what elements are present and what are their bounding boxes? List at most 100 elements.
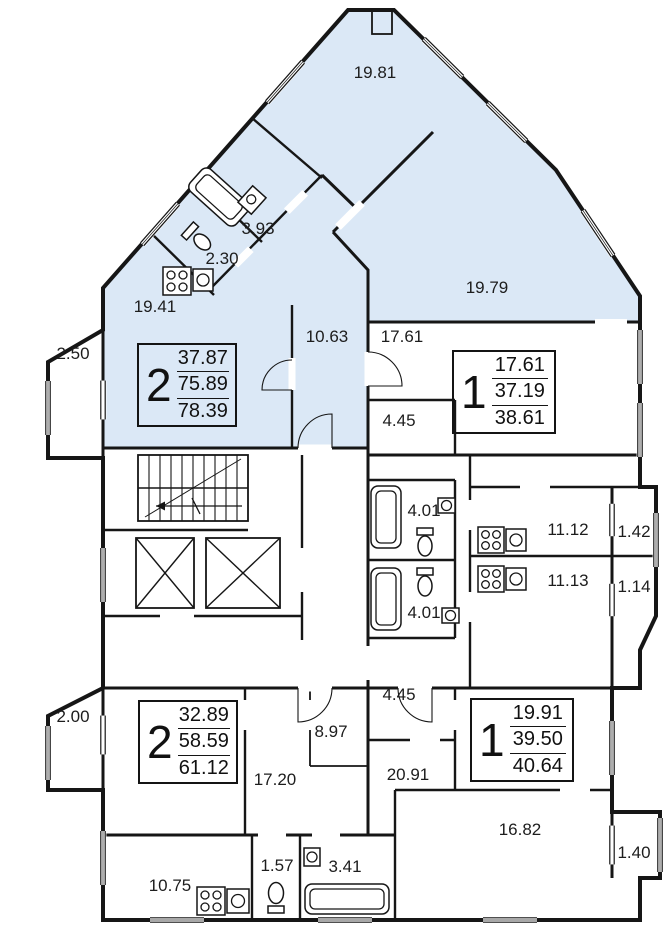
dimension-label: 10.63 <box>306 327 349 346</box>
dimension-label: 20.91 <box>387 765 430 784</box>
apartment-usable-area: 75.89 <box>176 372 229 399</box>
dimension-label: 17.20 <box>254 770 297 789</box>
dimension-label: 1.40 <box>617 843 650 862</box>
dimension-label: 3.93 <box>241 219 274 238</box>
dimension-label: 2.30 <box>205 249 238 268</box>
apartment-total-area: 61.12 <box>178 756 229 779</box>
apartment-living-area: 32.89 <box>177 703 230 730</box>
dimension-label: 19.79 <box>466 278 509 297</box>
highlighted-apartment-region <box>103 10 640 448</box>
apartment-info-box: 2 37.87 75.89 78.39 <box>137 343 237 427</box>
window <box>485 100 529 144</box>
window <box>44 381 52 435</box>
dimension-label: 10.75 <box>149 876 192 895</box>
sink-icon <box>226 888 250 914</box>
door-openings <box>160 189 627 838</box>
dimension-labels: 19.81 3.93 2.30 19.41 19.79 2.50 10.63 1… <box>56 63 650 895</box>
stove-icon <box>162 266 192 296</box>
bathtub-icon <box>304 883 390 915</box>
dimension-label: 17.61 <box>381 327 424 346</box>
dimension-label: 2.50 <box>56 344 89 363</box>
dimension-label: 8.97 <box>314 722 347 741</box>
window <box>44 726 52 780</box>
balcony-door <box>99 380 107 420</box>
window <box>139 201 181 247</box>
elevator-shaft <box>135 537 195 609</box>
toilet-icon <box>416 567 434 597</box>
dimension-label: 2.00 <box>56 707 89 726</box>
door-arc <box>364 351 403 387</box>
dimension-label: 16.82 <box>499 820 542 839</box>
dimension-label: 19.41 <box>134 297 177 316</box>
sink-icon <box>441 607 460 624</box>
dimension-label: 11.12 <box>547 520 588 539</box>
apartment-usable-area: 58.59 <box>177 729 230 756</box>
apartment-areas: 17.61 37.19 38.61 <box>490 352 554 432</box>
apartment-total-area: 40.64 <box>512 754 563 777</box>
toilet-icon <box>416 527 434 557</box>
dimension-label: 1.57 <box>260 856 293 875</box>
toilet-icon <box>267 881 285 914</box>
window <box>264 59 306 105</box>
dimension-label: 4.01 <box>407 501 440 520</box>
stove-icon <box>196 886 226 916</box>
window <box>99 831 107 885</box>
door-arc <box>397 684 433 723</box>
balcony-door <box>608 503 616 537</box>
window <box>318 916 372 924</box>
apartment-areas: 37.87 75.89 78.39 <box>175 345 235 425</box>
roof-shaft <box>371 9 393 35</box>
stove-icon <box>477 565 505 593</box>
dimension-label: 4.45 <box>382 411 415 430</box>
sink-icon <box>236 184 268 216</box>
apartment-living-area: 37.87 <box>176 346 229 373</box>
window <box>656 818 664 872</box>
window <box>99 548 107 602</box>
elevator-shaft <box>205 537 281 609</box>
window <box>150 916 204 924</box>
balcony-door <box>608 825 616 865</box>
windows <box>44 36 664 924</box>
dimension-label: 4.45 <box>382 685 415 704</box>
window <box>636 403 644 457</box>
toilet-icon <box>180 220 212 251</box>
apartment-rooms-count: 1 <box>479 714 505 766</box>
dimension-label: 3.41 <box>328 857 361 876</box>
window <box>608 721 616 775</box>
dimension-label: 4.01 <box>407 603 440 622</box>
bathtub-icon <box>188 167 250 227</box>
apartment-rooms-count: 2 <box>147 716 173 768</box>
door-arc <box>261 358 296 391</box>
apartment-total-area: 78.39 <box>177 399 228 422</box>
sink-icon <box>437 497 456 514</box>
door-arc <box>297 684 333 723</box>
door-arc <box>297 413 333 452</box>
window <box>483 916 537 924</box>
sink-icon <box>303 847 321 867</box>
balcony-door <box>99 715 107 755</box>
window <box>421 36 465 80</box>
staircase <box>137 454 249 522</box>
sink-icon <box>505 567 527 591</box>
apartment-total-area: 38.61 <box>494 406 545 429</box>
dimension-label: 11.13 <box>547 571 588 590</box>
stove-icon <box>477 526 505 554</box>
apartment-areas: 32.89 58.59 61.12 <box>176 702 236 782</box>
apartment-rooms-count: 1 <box>461 366 487 418</box>
apartment-rooms-count: 2 <box>146 359 172 411</box>
dimension-label: 1.42 <box>617 522 650 541</box>
apartment-living-area: 19.91 <box>509 701 566 728</box>
dimension-label: 19.81 <box>354 63 397 82</box>
apartment-usable-area: 37.19 <box>491 379 548 406</box>
window <box>636 330 644 384</box>
apartment-info-box: 1 19.91 39.50 40.64 <box>470 698 574 782</box>
bathtub-icon <box>370 485 402 549</box>
window <box>652 513 660 567</box>
sink-icon <box>192 268 214 292</box>
sink-icon <box>505 528 527 552</box>
apartment-info-box: 1 17.61 37.19 38.61 <box>452 350 556 434</box>
bathtub-icon <box>370 567 402 631</box>
dimension-label: 1.14 <box>617 577 650 596</box>
